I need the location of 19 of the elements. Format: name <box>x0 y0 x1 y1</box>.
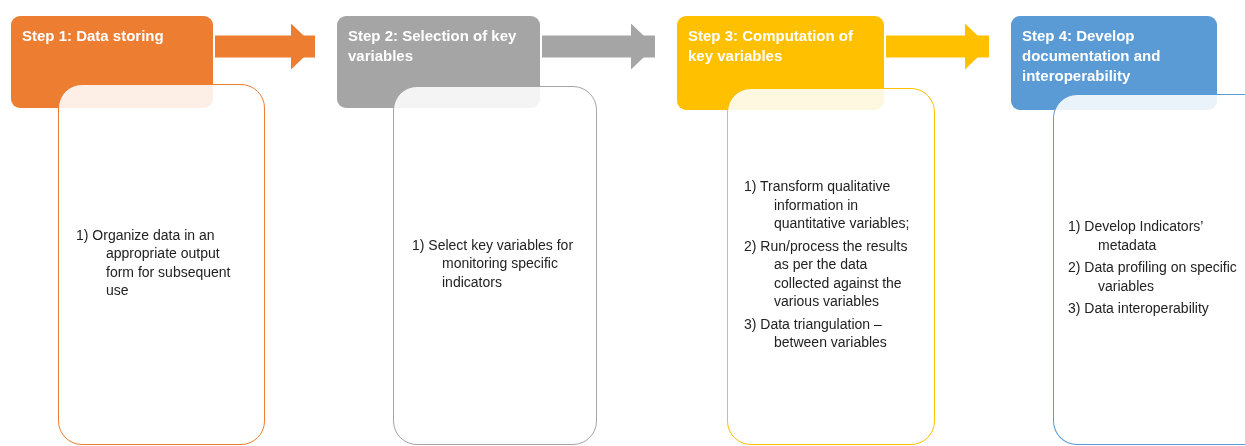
step-title: Step 4: Develop documentation and interoperability <box>1022 26 1162 86</box>
step-title: Step 3: Computation of key variables <box>688 26 854 66</box>
list-item: 1) Organize data in an appropriate output form for subsequent use <box>76 225 232 300</box>
list-item: 1) Select key variables for monitoring specific indicators <box>412 235 575 292</box>
list-item: 1) Transform qualitative information in quantitative variables; <box>744 177 911 233</box>
step-card <box>727 88 935 445</box>
block-arrow <box>886 23 989 70</box>
list-item: 2) Run/process the results as per the data collected against the various variables <box>744 236 909 311</box>
step-title: Step 1: Data storing <box>22 26 165 46</box>
step-title: Step 2: Selection of key variables <box>348 26 518 66</box>
list-item: 1) Develop Indicators’ metadata <box>1068 217 1204 255</box>
block-arrow <box>215 23 315 70</box>
block-arrow <box>542 23 655 70</box>
list-item: 2) Data profiling on specific variables <box>1068 258 1238 296</box>
list-item: 3) Data triangulation – between variables <box>744 314 888 352</box>
list-item: 3) Data interoperability <box>1068 299 1210 318</box>
step-card <box>1053 94 1245 445</box>
step-card <box>58 84 265 445</box>
step-card <box>393 86 597 445</box>
